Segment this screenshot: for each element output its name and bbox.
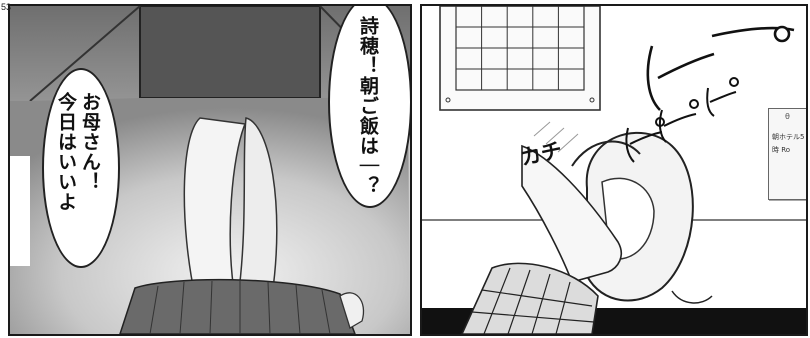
speech-text-mother: 詩穂！朝ご飯は｜？	[357, 16, 379, 196]
wall-calendar	[439, 6, 601, 111]
note-pin-icon: θ	[785, 112, 790, 121]
sfx-beep-small	[625, 77, 739, 163]
page-number: 53	[1, 2, 12, 12]
reaching-arm	[461, 121, 623, 334]
pleated-skirt	[119, 278, 356, 334]
right-panel-illustration	[422, 6, 806, 334]
wall-note-card: θ 朝ホテル5時 Ro	[768, 108, 806, 200]
note-text: 朝ホテル5時 Ro	[772, 133, 805, 154]
sfx-beep-large	[646, 25, 795, 111]
hand	[339, 292, 365, 329]
speech-bubble-daughter	[42, 68, 120, 268]
speech-text-daughter: お母さん！ 今日はいいよ	[55, 92, 101, 212]
right-panel: カチ θ 朝ホテル5時 Ro ピー ピ ピ ピ	[420, 4, 808, 336]
left-panel: お母さん！ 今日はいいよ 詩穂！朝ご飯は｜？	[8, 4, 412, 336]
speech-bubble-mother	[328, 6, 410, 208]
ceiling-panel	[139, 6, 321, 99]
left-panel-illustration	[10, 6, 410, 334]
